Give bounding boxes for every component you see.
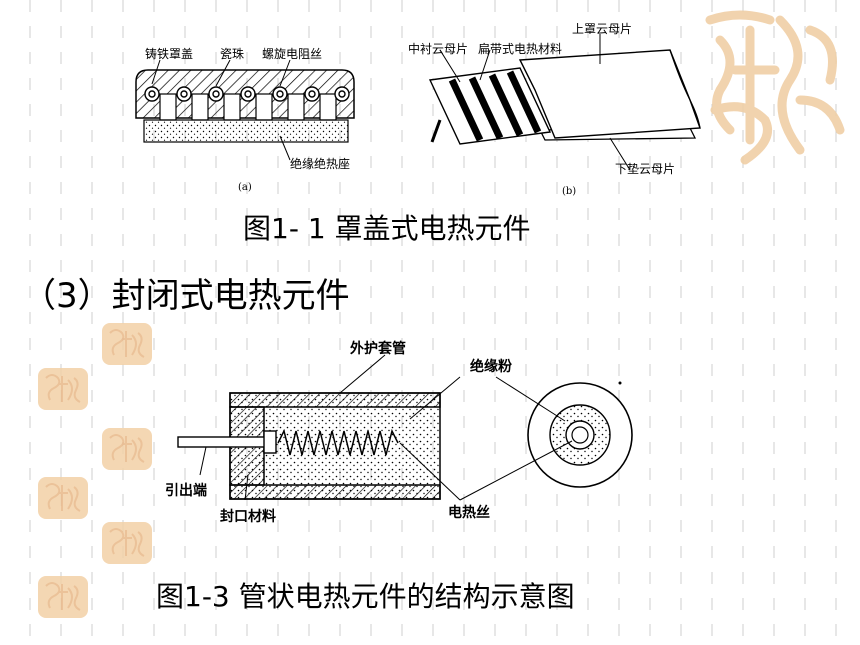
decorative-seal-5 (102, 522, 152, 564)
fig1-label-lower-mica: 下垫云母片 (615, 162, 676, 176)
decorative-seal-3 (102, 428, 152, 470)
fig3-label-sheath: 外护套管 (350, 341, 406, 357)
fig1-caption: 图1- 1 罩盖式电热元件 (243, 212, 531, 245)
fig1-label-base: 绝缘绝热座 (290, 157, 351, 171)
fig1-panel-b-drawing (428, 34, 701, 171)
fig1-label-upper-mica: 上罩云母片 (572, 22, 633, 36)
fig1-label-cover: 铸铁罩盖 (145, 47, 194, 61)
fig1-label-bead: 瓷珠 (220, 47, 245, 61)
fig3-caption: 图1-3 管状电热元件的结构示意图 (156, 580, 575, 613)
fig3-label-wire: 电热丝 (448, 505, 490, 521)
fig3-label-terminal: 引出端 (165, 483, 207, 499)
fig1-label-ribbon: 扁带式电热材料 (478, 42, 563, 56)
decorative-seal-1 (102, 323, 152, 365)
fig1-panel-a-drawing (135, 59, 355, 161)
decorative-seal-2 (38, 368, 88, 410)
calligraphy-decoration (705, 10, 845, 165)
decorative-seal-6 (38, 576, 88, 618)
fig3-drawing (177, 354, 633, 501)
fig3-label-seal: 封口材料 (220, 509, 276, 525)
section-heading: （3）封闭式电热元件 (22, 276, 350, 316)
fig3-label-powder: 绝缘粉 (470, 359, 512, 375)
fig1-label-middle-mica: 中衬云母片 (408, 42, 469, 56)
fig1-label-wire: 螺旋电阻丝 (262, 47, 323, 61)
decorative-seal-4 (38, 477, 88, 519)
fig1-sublabel-a: (a) (238, 182, 252, 193)
fig1-sublabel-b: (b) (562, 186, 577, 197)
